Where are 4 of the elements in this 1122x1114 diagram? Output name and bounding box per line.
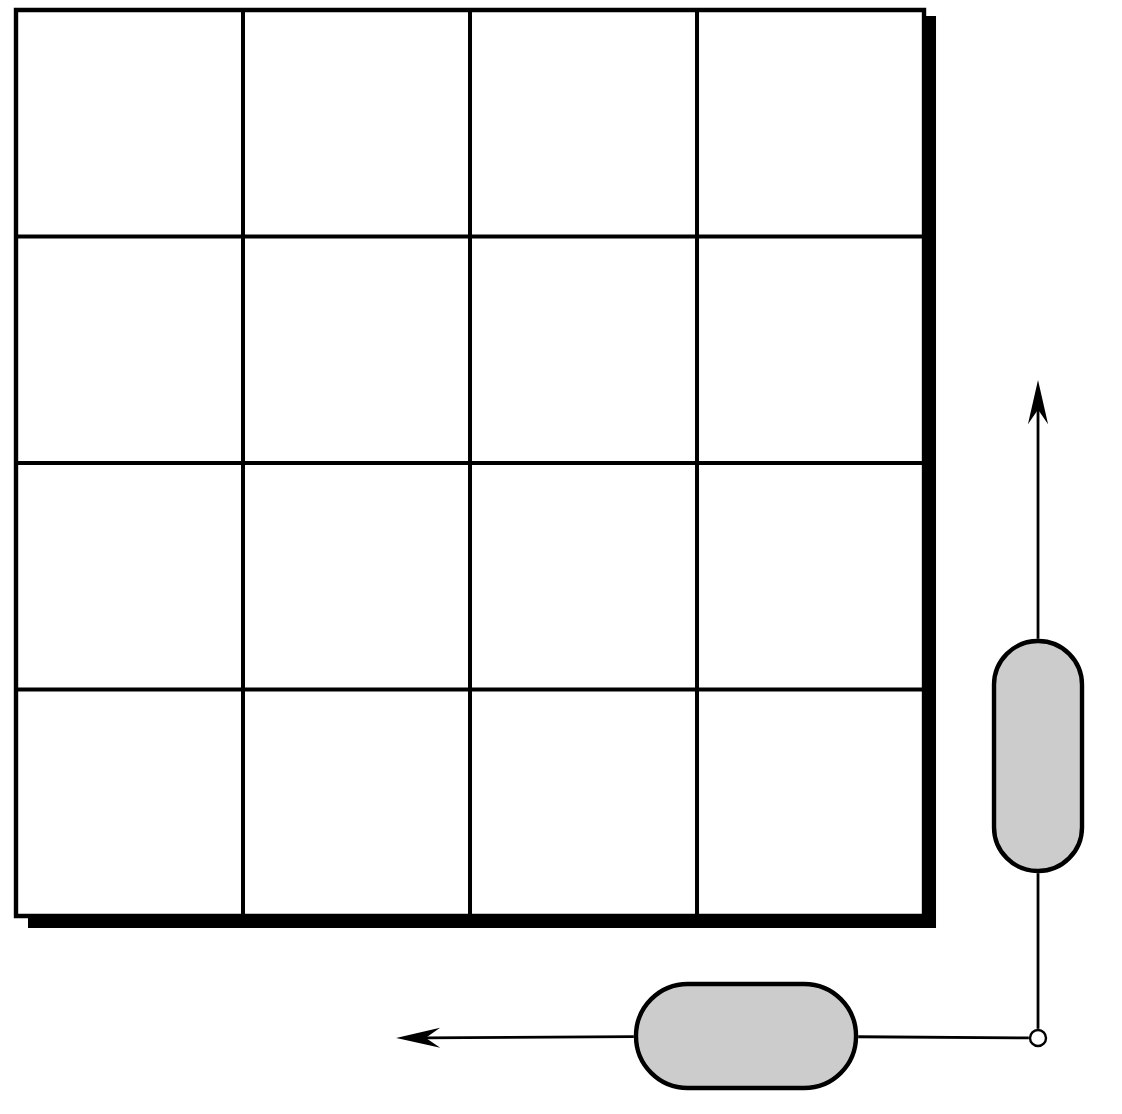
grid-drawing xyxy=(13,7,936,928)
capsule-shape xyxy=(633,981,859,1091)
capsule-shape xyxy=(991,638,1085,874)
origin-circle xyxy=(1028,1028,1048,1048)
